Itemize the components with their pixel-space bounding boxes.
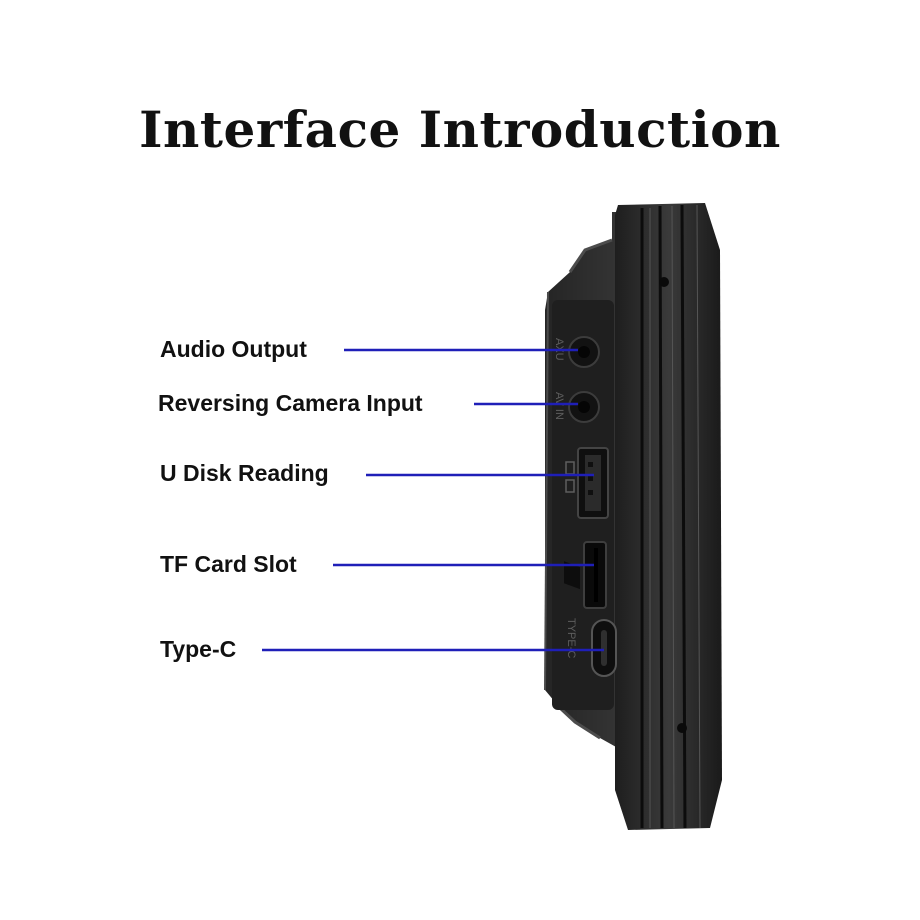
- tf-card-marker: [564, 561, 580, 590]
- type-c-port-text: TYPE-C: [565, 618, 577, 658]
- device-front-body: [615, 203, 722, 830]
- groove-2: [658, 205, 664, 829]
- label-tf-card-slot: TF Card Slot: [160, 551, 297, 577]
- label-u-disk-reading: U Disk Reading: [160, 460, 329, 486]
- screw-bottom: [677, 723, 687, 733]
- label-audio-output: Audio Output: [160, 336, 307, 362]
- label-type-c: Type-C: [160, 636, 237, 662]
- label-reversing-camera-input: Reversing Camera Input: [158, 390, 423, 416]
- av-in-port-text: AV IN: [553, 392, 565, 420]
- leader-lines: [262, 348, 604, 652]
- page-title: Interface Introduction: [139, 100, 781, 159]
- screw-top: [659, 277, 669, 287]
